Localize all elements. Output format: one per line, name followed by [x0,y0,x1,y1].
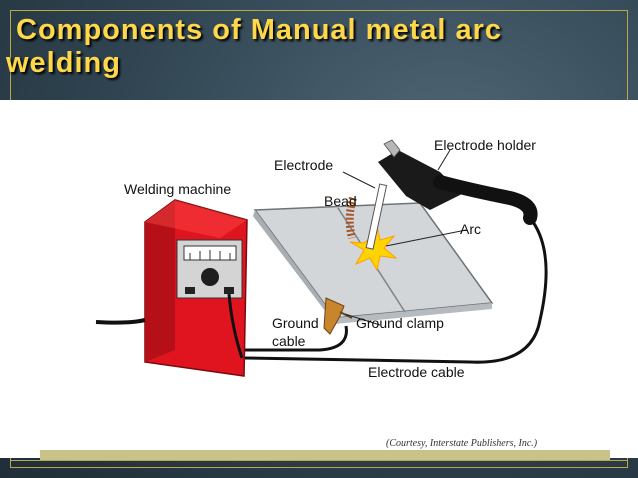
slide-title-line-2: welding [6,47,121,79]
slide-title: Components of Manual metal arc welding [6,14,626,80]
holder-jaw [383,139,401,158]
ground-clamp-lever [339,311,353,319]
welding-machine-top [145,200,247,238]
electrode-terminal [224,287,234,294]
label-electrode-holder: Electrode holder [434,137,536,153]
frame-bottom-line [10,460,628,461]
plate-edge-front [335,303,492,324]
electrode-cable-terminal-lead [227,293,244,359]
label-electrode-cable: Electrode cable [368,364,465,380]
label-welding-machine: Welding machine [124,181,231,197]
label-electrode: Electrode [274,157,333,173]
weld-bead [345,196,357,239]
power-cord [95,318,146,325]
label-bead: Bead [324,193,357,209]
label-ground-cable-line1: Ground [272,315,319,331]
label-ground-cable-line2: cable [272,333,306,349]
holder-handle [433,175,538,225]
label-arc: Arc [460,221,481,237]
leader-electrode-holder [437,149,451,171]
welding-machine-side [145,200,175,362]
welding-diagram: Welding machine Electrode Bead Electrode… [95,137,548,449]
label-ground-clamp: Ground clamp [356,315,444,331]
bottom-band [40,450,610,460]
ground-terminal [185,287,195,294]
electrode-rod [365,183,388,250]
electrode-cable [244,217,548,364]
ground-cable [200,295,348,352]
leader-ground-clamp [344,313,381,326]
ground-clamp [323,297,345,335]
credit-line: (Courtesy, Interstate Publishers, Inc.) [386,438,538,449]
electrode-holder [378,150,462,210]
leader-electrode [342,171,376,189]
plate-edge-left [253,210,335,324]
slide-title-line-1: Components of Manual metal arc [16,14,503,46]
control-knob [201,268,219,286]
leader-arc [385,229,467,247]
